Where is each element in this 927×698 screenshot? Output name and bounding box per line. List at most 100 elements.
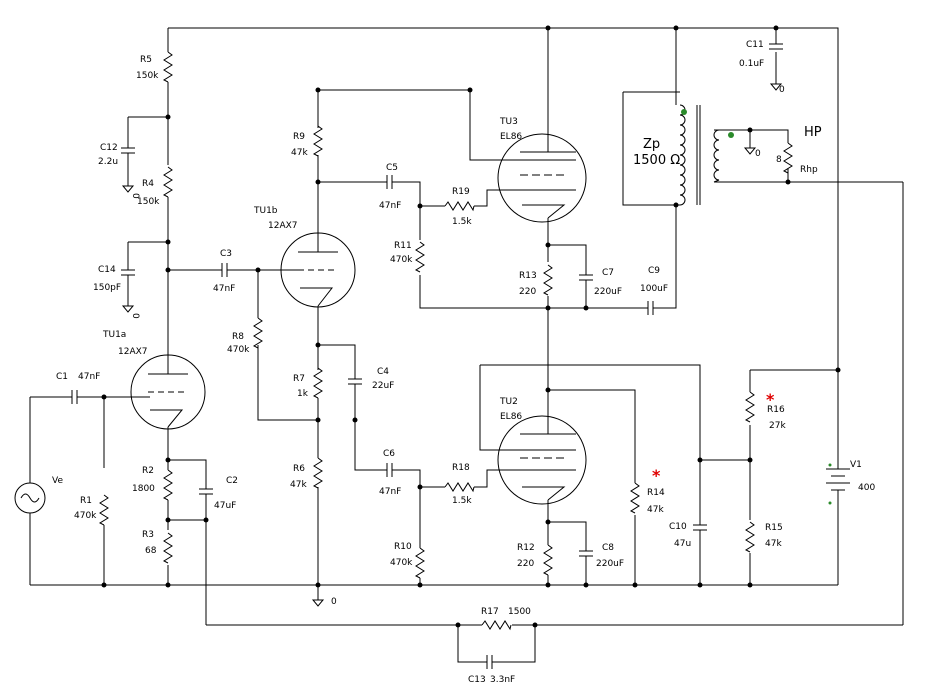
resistor-R4 [162,166,173,198]
resistor-R5 [162,51,173,83]
value-C9: 100uF [640,284,668,294]
label-C2: C2 [226,476,238,486]
output-transformer [676,104,734,206]
marker-R14: * [652,466,661,485]
ground-main [311,599,325,607]
resistor-R19 [444,201,475,212]
value-C13: 3.3nF [490,675,515,685]
label-R15: R15 [765,523,783,533]
value-C4: 22uF [372,381,394,391]
label-R10: R10 [394,542,412,552]
value-TU2: EL86 [500,412,522,422]
value-C8: 220uF [596,559,624,569]
value-R13: 220 [519,287,536,297]
value-R10: 470k [390,558,413,568]
resistors [98,51,793,631]
resistor-Rhp [782,142,793,174]
value-R14: 47k [647,505,664,515]
label-R11: R11 [394,241,412,251]
label-C12: C12 [100,143,118,153]
resistor-R15 [744,521,755,553]
resistor-R6 [312,457,323,489]
label-Zp: Zp [643,137,660,152]
label-R8: R8 [232,332,244,342]
value-V1: 400 [858,483,875,493]
value-R3: 68 [145,546,157,556]
label-C4: C4 [377,367,389,377]
label-R13: R13 [519,271,537,281]
value-C1: 47nF [78,372,100,382]
value-R6: 47k [290,480,307,490]
label-R4: R4 [142,179,154,189]
source-Ve [14,482,46,514]
label-TU1a: TU1a [102,330,126,340]
ground-label-C12: 0 [130,193,140,199]
wires [29,27,904,663]
value-R15: 47k [765,539,782,549]
label-C6: C6 [383,449,395,459]
label-C14: C14 [98,265,116,275]
label-R16: R16 [767,405,785,415]
value-R17: 1500 [508,607,531,617]
battery-V1 [826,463,850,505]
resistor-R7 [312,367,323,399]
capacitor-C13 [482,655,498,669]
label-R6: R6 [293,464,305,474]
label-TU3: TU3 [499,117,518,127]
value-R19: 1.5k [452,217,472,227]
ground-label-C11: 0 [779,85,785,95]
value-R2: 1800 [132,484,155,494]
capacitor-C10 [693,520,707,538]
ground-C14 [121,302,135,313]
label-R1: R1 [80,496,92,506]
label-C11: C11 [746,40,764,50]
label-C10: C10 [669,522,687,532]
ground-label-main: 0 [331,597,337,607]
resistor-R9 [312,125,323,157]
label-HP: HP [804,125,822,140]
label-C13: C13 [468,675,486,685]
label-C3: C3 [220,249,232,259]
ground-label-HP: 0 [755,149,761,159]
label-R7: R7 [293,374,305,384]
value-R1: 470k [74,511,97,521]
value-R8: 470k [227,345,250,355]
marker-R16: * [766,390,775,409]
resistor-R16 [744,391,755,423]
value-C7: 220uF [594,287,622,297]
value-R12: 220 [517,559,534,569]
label-C5: C5 [386,163,398,173]
label-R9: R9 [293,132,305,142]
component-labels: R5 150k C12 2.2u R4 150k C14 150pF TU1a … [52,40,875,685]
resistor-R11 [414,241,425,273]
junctions [101,25,841,628]
label-TU2: TU2 [499,397,518,407]
ground-C11 [769,83,783,91]
resistor-R12 [542,544,553,576]
resistor-R14 [629,482,640,514]
capacitor-C4 [348,372,362,392]
resistor-R2 [162,469,173,501]
value-R16: 27k [769,421,786,431]
tube-TU3 [497,133,587,223]
grounds [121,83,783,607]
value-C3: 47nF [213,284,235,294]
value-Rhp: 8 [776,155,782,165]
tube-TU2 [497,390,587,505]
capacitor-C12 [121,140,135,160]
capacitor-C8 [579,545,593,562]
ground-label-C14: 0 [130,313,140,319]
label-R14: R14 [647,488,665,498]
capacitor-C1 [65,390,85,404]
label-C1: C1 [56,372,68,382]
capacitor-C3 [215,263,235,277]
label-R12: R12 [517,543,535,553]
value-R18: 1.5k [452,496,472,506]
value-R9: 47k [291,148,308,158]
label-Ve: Ve [52,476,63,486]
ground-HP [743,147,757,155]
label-C9: C9 [648,266,660,276]
capacitor-C5 [382,175,398,189]
value-C11: 0.1uF [739,59,764,69]
